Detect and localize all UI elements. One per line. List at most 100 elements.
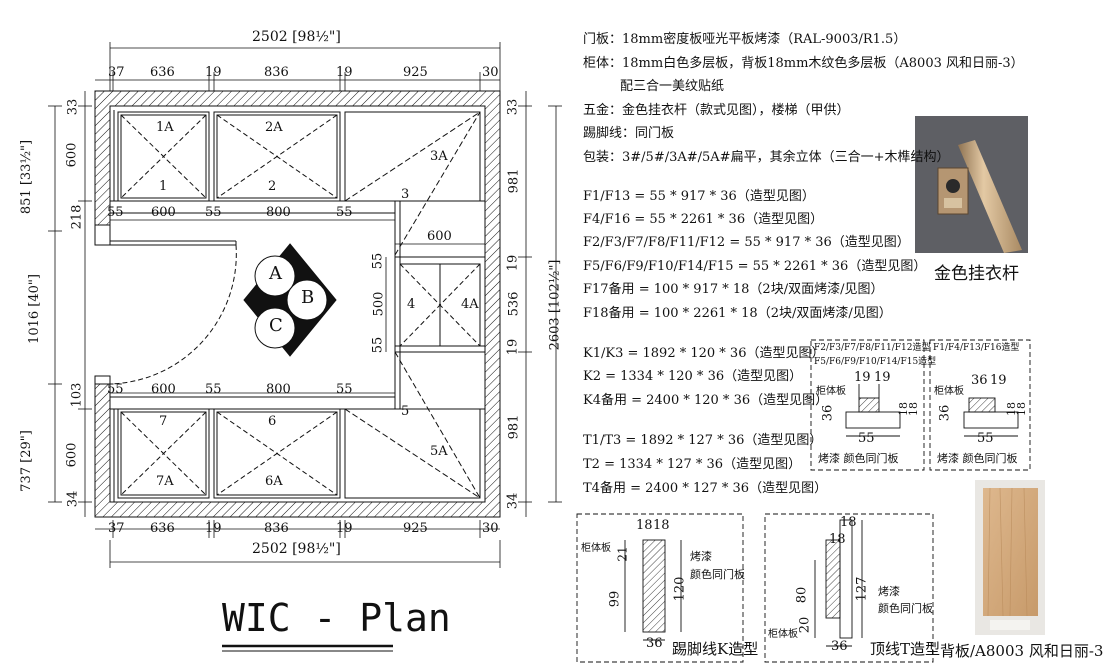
k-dim-2: 21 [615,546,630,562]
t-dim-4: 127 [854,576,870,602]
k-dim-3: 99 [607,590,623,608]
t-paint-color: 颜色同门板 [878,602,933,615]
k-line-2: K4备用 = 2400 * 120 * 36（造型见图） [583,393,829,408]
f-line-1: F4/F16 = 55 * 2261 * 36（造型见图） [583,212,824,227]
bottom-dim-0: 37 [108,521,125,536]
right-dim-0: 33 [505,98,521,116]
f-line-2: F2/F3/F7/F8/F11/F12 = 55 * 917 * 36（造型见图… [583,235,910,250]
wood-sample-photo [975,480,1045,635]
spec-line-2: 配三合一美纹贴纸 [620,79,725,94]
f1-body-label: 柜体板 [816,386,846,397]
inner-dim-10: 600 [151,382,176,397]
inner-dim-8: 55 [370,336,386,354]
bottom-dim-2: 19 [205,521,222,536]
inner-dim-5: 600 [427,229,452,244]
t-line-2: T4备用 = 2400 * 127 * 36（造型见图） [583,481,828,496]
cabinet-label-6a: 6A [265,474,283,489]
t-caption: 顶线T造型 [870,640,941,658]
inner-dim-9: 55 [107,382,124,397]
f1-title-2: F5/F6/F9/F10/F14/F15造型 [814,357,937,367]
left-inner-5: 34 [65,490,81,508]
f2-dim-2: 36 [937,404,953,422]
k-dim-0: 18 [636,518,653,533]
inner-dim-7: 500 [371,291,387,317]
f2-dim-1: 19 [990,373,1007,388]
f-line-5: F18备用 = 100 * 2261 * 18（2块/双面烤漆/见图） [583,306,892,321]
cabinet-label-4: 4 [407,297,416,312]
k-line-0: K1/K3 = 1892 * 120 * 36（造型见图） [583,346,825,361]
bottom-dim-6: 30 [482,521,499,536]
cabinet-label-5: 5 [401,404,410,419]
inner-dim-6: 55 [370,252,386,270]
cabinet-label-7a: 7A [156,474,174,489]
inner-dim-13: 55 [336,382,353,397]
k-paint-label: 烤漆 [690,550,712,563]
bottom-dim-5: 925 [403,521,428,536]
t-dim-1: 18 [840,515,857,530]
marker-a: A [269,263,282,284]
f1-dim-2: 36 [820,404,836,422]
t-dim-0: 18 [829,532,846,547]
t-paint-label: 烤漆 [878,585,900,598]
k-line-1: K2 = 1334 * 120 * 36（造型见图） [583,369,803,384]
marker-c: C [269,315,283,336]
f-line-3: F5/F6/F9/F10/F14/F15 = 55 * 2261 * 36（造型… [583,259,927,274]
top-dim-2: 19 [205,65,222,80]
k-dim-4: 120 [672,576,688,602]
k-paint-color: 颜色同门板 [690,568,745,581]
cabinet-label-1: 1 [159,179,168,194]
cabinet-label-2a: 2A [265,120,283,135]
f2-body-label: 柜体板 [934,386,964,397]
t-line-1: T2 = 1334 * 127 * 36（造型见图） [583,457,802,472]
inner-dim-0: 55 [107,205,124,220]
f1-title-1: F2/F3/F7/F8/F11/F12造型 [814,343,931,353]
left-outer-0: 851 [33½"] [19,139,35,215]
marker-b: B [301,287,315,308]
f1-dim-4: 18 [907,402,920,416]
cabinet-label-4a: 4A [461,297,479,312]
panel-caption: 背板/A8003 风和日丽-3 [940,642,1104,660]
left-inner-0: 33 [65,98,81,116]
f2-dim-0: 36 [971,373,988,388]
plan-title: WIC - Plan [222,596,451,640]
f-line-4: F17备用 = 100 * 917 * 18（2块/双面烤漆/见图） [583,282,884,297]
k-dim-1: 18 [653,518,670,533]
cabinet-label-5a: 5A [430,444,448,459]
t-dim-2: 80 [794,586,810,604]
rod-caption: 金色挂衣杆 [934,264,1019,284]
right-dim-3: 536 [506,291,522,317]
t-line-0: T1/T3 = 1892 * 127 * 36（造型见图） [583,433,823,448]
right-dim-1: 981 [506,168,522,194]
cabinet-label-2: 2 [268,179,277,194]
inner-dim-3: 800 [266,205,291,220]
top-dim-4: 19 [336,65,353,80]
bottom-dim-1: 636 [150,521,175,536]
right-dim-6: 34 [505,492,521,510]
spec-line-5: 包装：3#/5#/3A#/5A#扁平，其余立体（三合一+木榫结构） [583,150,950,165]
right-dim-2: 19 [505,254,521,272]
overall-width-bottom: 2502 [98½"] [252,541,341,557]
t-dim-5: 36 [831,639,848,654]
bottom-dim-3: 836 [264,521,289,536]
cabinet-label-3: 3 [401,187,410,202]
overall-width-top: 2502 [98½"] [252,29,341,45]
spec-line-0: 门板：18mm密度板哑光平板烤漆（RAL-9003/R1.5） [583,32,907,47]
inner-dim-12: 800 [266,382,291,397]
f2-title: F1/F4/F13/F16造型 [933,343,1020,353]
f1-bottom-label: 烤漆 颜色同门板 [818,452,899,465]
inner-dim-4: 55 [336,205,353,220]
cabinet-label-7: 7 [159,414,168,429]
cabinet-label-1a: 1A [156,120,174,135]
bottom-dim-4: 19 [336,521,353,536]
inner-dim-11: 55 [205,382,222,397]
overall-height-right: 2603 [102½"] [547,259,563,351]
top-dim-0: 37 [108,65,125,80]
inner-dim-2: 55 [205,205,222,220]
cabinet-label-6: 6 [268,414,277,429]
f2-dim-5: 55 [977,431,994,446]
f1-dim-5: 55 [858,431,875,446]
inner-dim-1: 600 [151,205,176,220]
top-dim-5: 925 [403,65,428,80]
top-dim-6: 30 [482,65,499,80]
